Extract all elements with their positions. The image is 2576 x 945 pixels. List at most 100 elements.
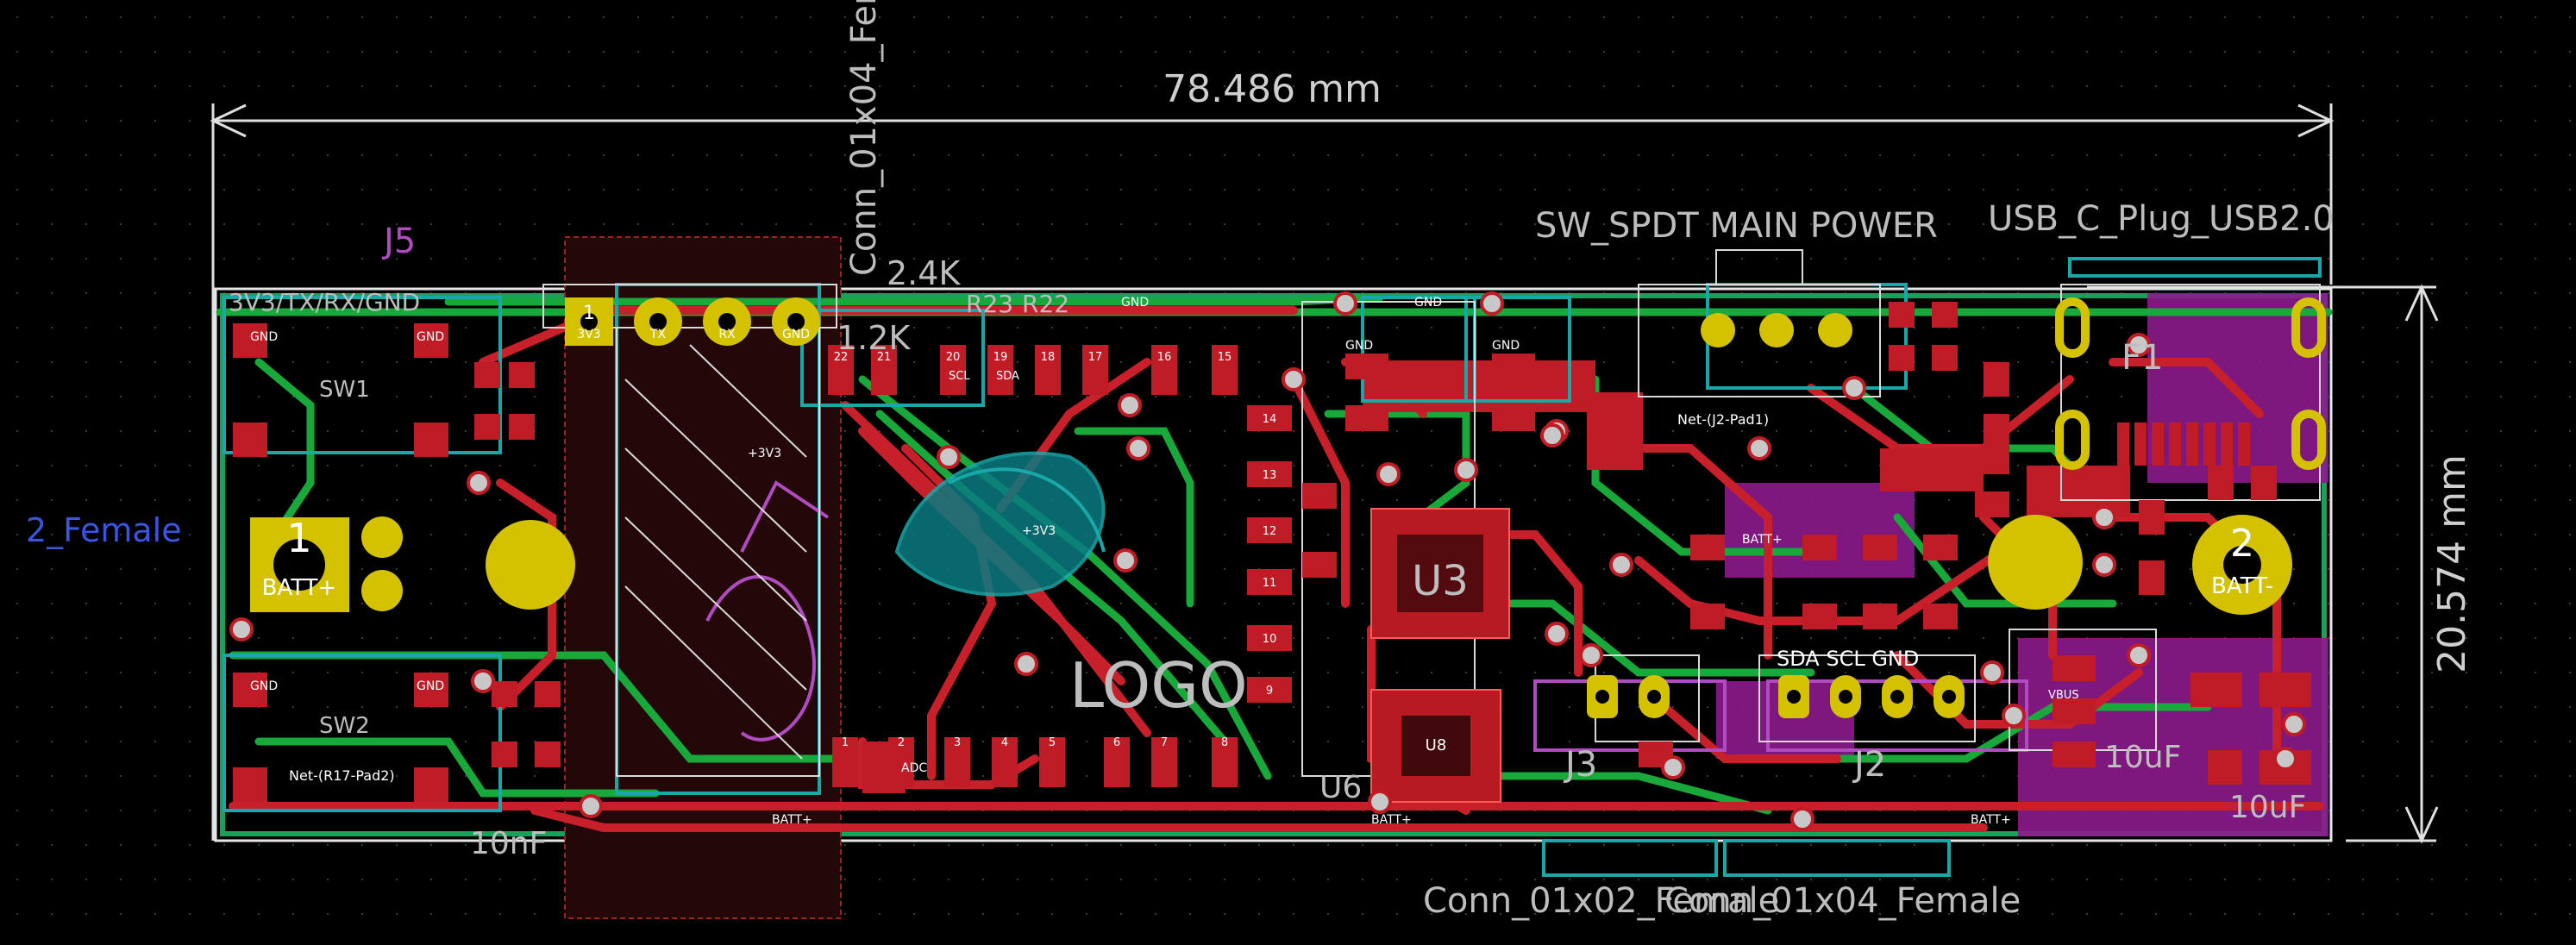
smd-components[interactable] [233,302,2311,802]
pin-11: 11 [1263,577,1277,590]
net-j2-label: Net-(J2-Pad1) [1677,411,1769,428]
vias [229,291,2306,831]
gnd-pad-label-1: GND [250,330,278,344]
u8-ic[interactable] [1370,689,1501,803]
j3-label: J3 [1563,745,1597,785]
usb-c-label: USB_C_Plug_USB2.0 [1988,199,2335,239]
batt-net-label-1: BATT+ [772,813,812,827]
r24k-value-label: 2.4K [887,254,961,292]
width-dimension[interactable] [210,103,2335,841]
pin-17: 17 [1088,351,1103,364]
pin-14: 14 [1263,413,1277,426]
j2-label: J2 [1852,745,1886,785]
c10uf-label-b: 10uF [2229,790,2306,825]
pin-19: 19 [993,351,1008,364]
pin-18: 18 [1041,351,1056,364]
board-edge-cuts[interactable] [214,287,2333,842]
gnd-pad-label-6: GND [1492,339,1520,353]
batt-plus-pad-label: BATT+ [262,575,337,601]
f1-label: F1 [2122,338,2163,378]
batt-net-label-3: BATT+ [1971,813,2011,827]
j5-header[interactable] [565,297,820,346]
conn-01x02-label: Conn_01x02_Female [1423,881,1779,921]
batt-minus-pad-number: 2 [2230,522,2254,566]
v33-net-label-2: +3V3 [1022,524,1056,538]
r12k-value-label: 1.2K [837,319,911,357]
pin-2: 2 [898,736,905,749]
u3-ic[interactable] [1370,508,1510,639]
j3-connector-pads[interactable] [1587,675,1670,718]
usb-c-pads[interactable] [2055,297,2326,470]
sw1-label: SW1 [319,377,370,403]
logo-label: LOGO [1069,649,1248,722]
sw-spdt-pad-3[interactable] [1818,313,1852,347]
switch-mount-hole-right[interactable] [1988,515,2083,610]
j5-pin3-label: RX [718,328,736,341]
height-dimension-label: 20.574 mm [2430,454,2474,673]
pin-3: 3 [954,736,961,749]
module-pads-bottom[interactable] [832,737,1238,787]
j5-header-pin-label: 3V3/TX/RX/GND [229,288,420,316]
pin-22: 22 [834,351,849,364]
silkscreen-lines [542,249,2321,777]
u3-label: U3 [1412,557,1469,605]
c10uf-label-a: 10uF [2104,740,2181,775]
pin-6: 6 [1113,736,1120,749]
scl-net-label: SCL [949,370,970,383]
height-dimension[interactable] [2087,284,2439,844]
gnd-pour-outline [220,293,2327,836]
sw-spdt-pad-2[interactable] [1759,313,1794,347]
pin-8: 8 [1221,736,1228,749]
vbus-net-label: VBUS [2048,689,2079,702]
module-pads-bottom-numbers: 1 2 3 4 5 6 7 8 [842,736,1228,749]
v33-net-label-1: +3V3 [748,447,781,460]
pin-16: 16 [1157,351,1172,364]
pin-15: 15 [1218,351,1232,364]
pin-13: 13 [1263,469,1277,482]
sw2-label: SW2 [319,713,370,739]
conn-female-vertical-label: Conn_01x04_Female [844,0,884,276]
pin-10: 10 [1263,633,1277,646]
pin-9: 9 [1266,685,1273,698]
gnd-pad-label-5: GND [1345,339,1373,353]
front-copper-zones [862,360,2130,793]
j5-pin1-label: 3V3 [577,328,600,341]
gnd-pad-label-2: GND [417,330,444,344]
gnd-pad-label-4: GND [417,679,444,693]
batt-net-label-2: BATT+ [1371,813,1412,827]
pin-20: 20 [946,351,961,364]
pin-7: 7 [1161,736,1168,749]
conn-01x04-bottom-label: Conn_01x04_Female [1664,881,2021,921]
i2c-pin-label: SDA SCL GND [1777,647,1919,671]
u6-label: U6 [1319,770,1362,805]
c10nf-label: 10nF [470,826,547,861]
sw-spdt-label: SW_SPDT MAIN POWER [1535,206,1938,246]
module-pads-top[interactable] [828,345,1238,395]
width-dimension-label: 78.486 mm [1163,67,1382,111]
j5-reference-label: J5 [381,222,416,261]
j5-pin2-label: TX [649,328,667,341]
module-pads-right[interactable] [1247,405,1292,703]
pin-5: 5 [1049,736,1056,749]
u8-label: U8 [1426,736,1447,754]
pin-12: 12 [1263,525,1277,538]
batt-minus-pad-label: BATT- [2211,573,2273,599]
module-pads-top-numbers: 22 21 20 19 18 17 16 15 [834,351,1232,364]
sda-net-label: SDA [996,370,1019,383]
sw-spdt-pad-1[interactable] [1701,313,1735,347]
pin-1: 1 [842,736,849,749]
gnd-net-label-top: GND [1121,296,1149,310]
r23-label: R23 [966,290,1013,318]
left-female-label: 2_Female [26,511,182,549]
adc-net-label: ADC [901,761,927,775]
j5-pin1-number: 1 [583,303,595,324]
switch-mount-hole-left[interactable] [486,520,575,610]
batt-net-label-4: BATT+ [1742,533,1783,547]
module-pads-right-numbers: 14 13 12 11 10 9 [1263,413,1277,698]
r22-label: R22 [1022,290,1069,318]
usb-c-smd-pads[interactable] [2117,422,2250,466]
j2-connector-pads[interactable] [1778,675,1965,718]
pin-4: 4 [1001,736,1008,749]
